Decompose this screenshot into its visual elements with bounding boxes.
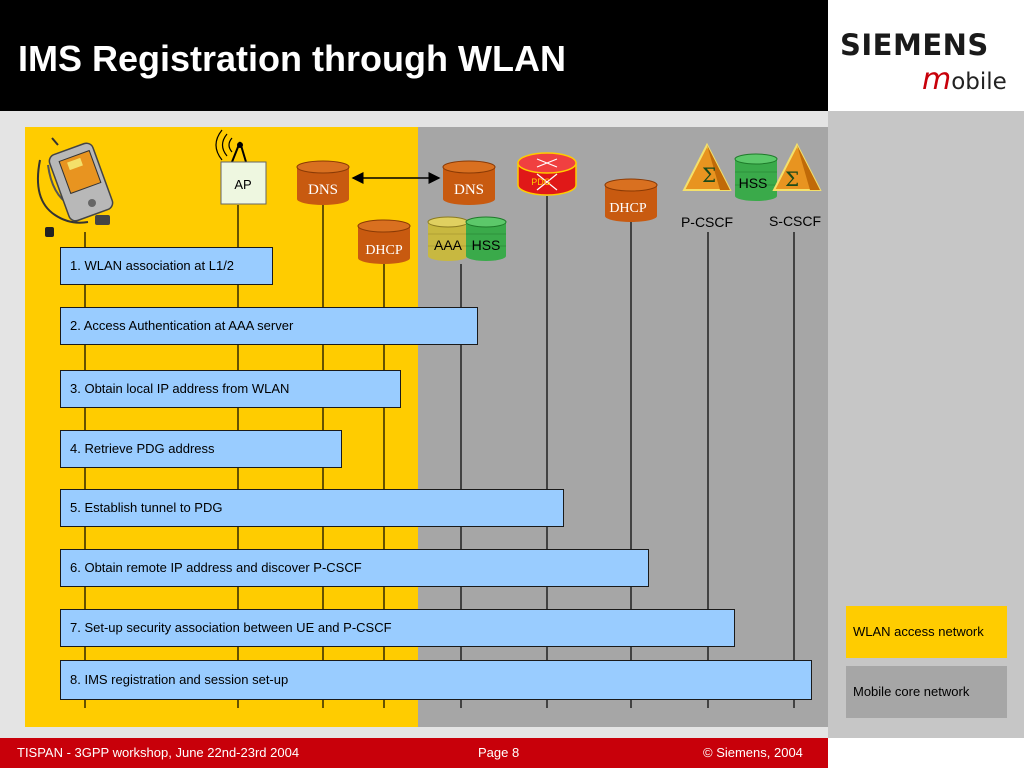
dns-local-icon <box>296 160 350 205</box>
aaa-server-icon <box>427 216 469 261</box>
logo-obile: obile <box>951 69 1007 95</box>
step-3-box: 3. Obtain local IP address from WLAN <box>60 370 401 408</box>
dhcp-local-icon <box>357 219 411 264</box>
ap-label: AP <box>234 177 251 192</box>
pcscf-sigma-icon: Σ <box>682 142 732 191</box>
pdg-router-icon <box>517 152 577 196</box>
siemens-logo: SIEMENS <box>840 28 989 62</box>
scscf-label: S-CSCF <box>769 213 821 229</box>
scscf-sigma-icon: Σ <box>772 142 822 191</box>
svg-text:Σ: Σ <box>702 163 716 187</box>
footer-copyright: © Siemens, 2004 <box>703 745 803 760</box>
step-2-box: 2. Access Authentication at AAA server <box>60 307 478 345</box>
logo-area <box>828 0 1024 111</box>
step-4-box: 4. Retrieve PDG address <box>60 430 342 468</box>
step-8-box: 8. IMS registration and session set-up <box>60 660 812 700</box>
dns-remote-icon <box>442 160 496 205</box>
hss-ims-icon <box>734 153 778 201</box>
logo-m: m <box>922 62 952 97</box>
antenna-icon <box>215 129 247 163</box>
pda-phone-icon <box>36 137 114 237</box>
legend-mobile-core: Mobile core network <box>846 666 1007 718</box>
step-6-box: 6. Obtain remote IP address and discover… <box>60 549 649 587</box>
dhcp-remote-label: DHCP <box>609 201 647 216</box>
aaa-label: AAA <box>434 237 463 253</box>
footer-page-number: Page 8 <box>478 745 520 760</box>
pdg-label: PDG <box>531 177 551 187</box>
step-1-box: 1. WLAN association at L1/2 <box>60 247 273 285</box>
access-point-box <box>220 161 267 205</box>
dns-remote-label: DNS <box>454 182 484 198</box>
hss-ims-label: HSS <box>739 175 768 191</box>
dhcp-local-label: DHCP <box>365 243 403 258</box>
dhcp-remote-icon <box>604 178 658 222</box>
footer-right-panel <box>828 738 1024 768</box>
hss-wlan-icon <box>465 216 507 261</box>
footer-event: TISPAN - 3GPP workshop, June 22nd-23rd 2… <box>17 745 300 760</box>
svg-text:Σ: Σ <box>785 167 799 191</box>
pcscf-label: P-CSCF <box>681 214 733 230</box>
step-5-box: 5. Establish tunnel to PDG <box>60 489 564 527</box>
legend-wlan-access: WLAN access network <box>846 606 1007 658</box>
slide-title: IMS Registration through WLAN <box>18 38 566 79</box>
step-7-box: 7. Set-up security association between U… <box>60 609 735 647</box>
hss-wlan-label: HSS <box>472 237 501 253</box>
dns-local-label: DNS <box>308 182 338 198</box>
mobile-logo: mobile <box>922 62 1007 97</box>
title-bar <box>0 0 828 111</box>
